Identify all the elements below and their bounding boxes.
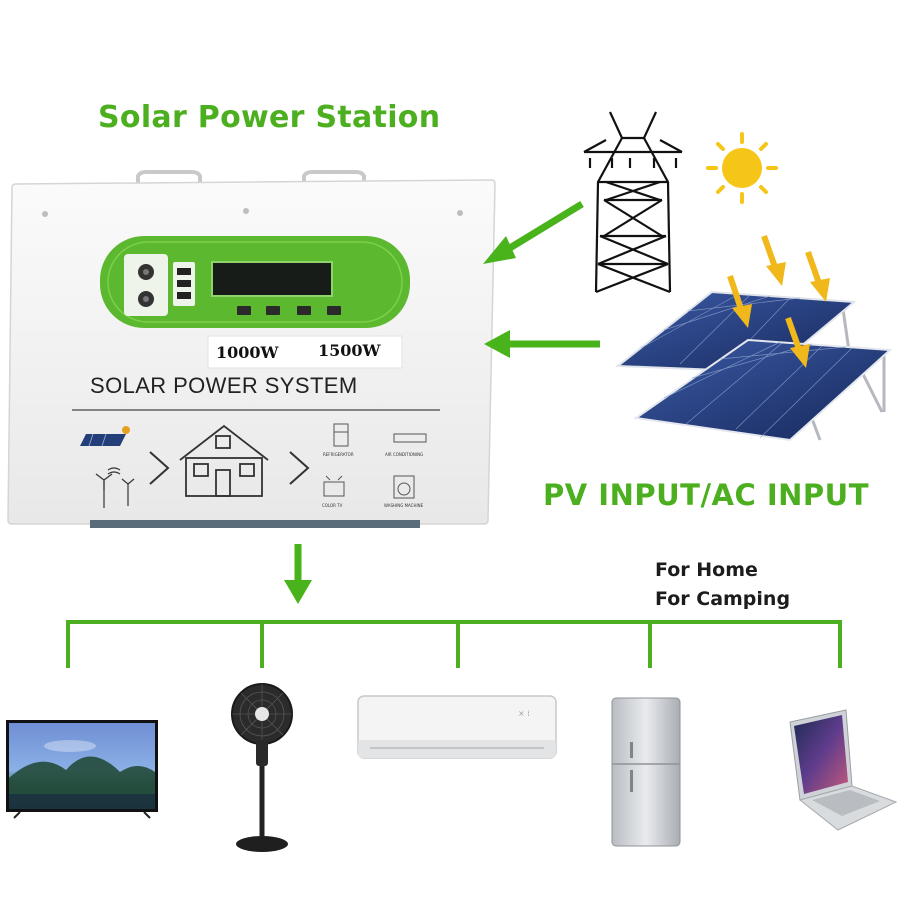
- television-icon: [6, 720, 158, 819]
- mini-ac-icon: [393, 433, 427, 443]
- svg-text:× ⁞: × ⁞: [518, 709, 530, 718]
- appliance-label-color-tv: COLOR TV: [322, 503, 343, 508]
- power-tower-icon: [583, 111, 683, 294]
- usage-camping: For Camping: [655, 588, 791, 610]
- chevron-right-icon: [289, 451, 310, 485]
- sun-ray-arrow: [766, 262, 786, 286]
- appliance-label-refrigerator: REFRIGERATOR: [323, 452, 354, 457]
- pv-ac-input-label: PV INPUT/AC INPUT: [543, 478, 869, 512]
- usage-home: For Home: [655, 559, 758, 581]
- wattage-sticker: [207, 335, 403, 369]
- air-conditioner-icon: × ⁞: [357, 695, 557, 759]
- ac-input-arrow-shaft: [498, 201, 584, 257]
- appliance-label-air-conditioning: AIR CONDITIONING: [385, 452, 424, 457]
- control-button: [327, 306, 341, 315]
- house-icon: [179, 424, 269, 497]
- chevron-right-icon: [149, 451, 170, 485]
- wattage-label-1000: 1000W: [216, 343, 279, 362]
- power-station-device: [7, 170, 496, 528]
- wattage-label-1500: 1500W: [318, 341, 381, 360]
- screw: [42, 211, 48, 217]
- left-handle: [136, 170, 202, 184]
- appliance-label-washing-machine: WASHING MACHINE: [384, 503, 424, 508]
- system-title: SOLAR POWER SYSTEM: [90, 373, 358, 398]
- mini-wind-turbine-icon: [95, 467, 135, 508]
- lcd-display: [211, 261, 333, 297]
- output-arrow-head: [284, 580, 312, 604]
- sun-ray-arrow: [790, 344, 810, 368]
- screw: [243, 208, 249, 214]
- ac-input-arrow-head: [483, 236, 516, 264]
- panel-inner-left: [124, 254, 168, 316]
- control-button: [237, 306, 251, 315]
- usb-port: [177, 280, 191, 287]
- solar-panels-icon: [615, 235, 893, 442]
- input-arrows: [284, 201, 600, 604]
- refrigerator-icon: [611, 697, 681, 847]
- screw: [457, 210, 463, 216]
- mini-fridge-icon: [333, 423, 349, 447]
- distribution-bus: [66, 620, 842, 668]
- mini-solar-icon: [80, 426, 130, 447]
- sun-ray-arrow: [732, 304, 752, 328]
- pv-input-arrow-head: [484, 330, 510, 358]
- page-title: Solar Power Station: [98, 100, 441, 135]
- laptop-icon: [789, 709, 898, 831]
- right-handle: [302, 170, 366, 184]
- control-button: [297, 306, 311, 315]
- solar-panel-front: [633, 338, 893, 442]
- sun-ray-arrow: [810, 278, 830, 302]
- control-button: [266, 306, 280, 315]
- usage-text: For Home For Camping: [655, 556, 790, 614]
- mini-washer-icon: [393, 475, 415, 499]
- standing-fan-icon: [231, 683, 293, 852]
- usb-port: [177, 292, 191, 299]
- usb-port: [177, 268, 191, 275]
- mini-tv-icon: [323, 475, 345, 497]
- sun-icon: [706, 132, 778, 204]
